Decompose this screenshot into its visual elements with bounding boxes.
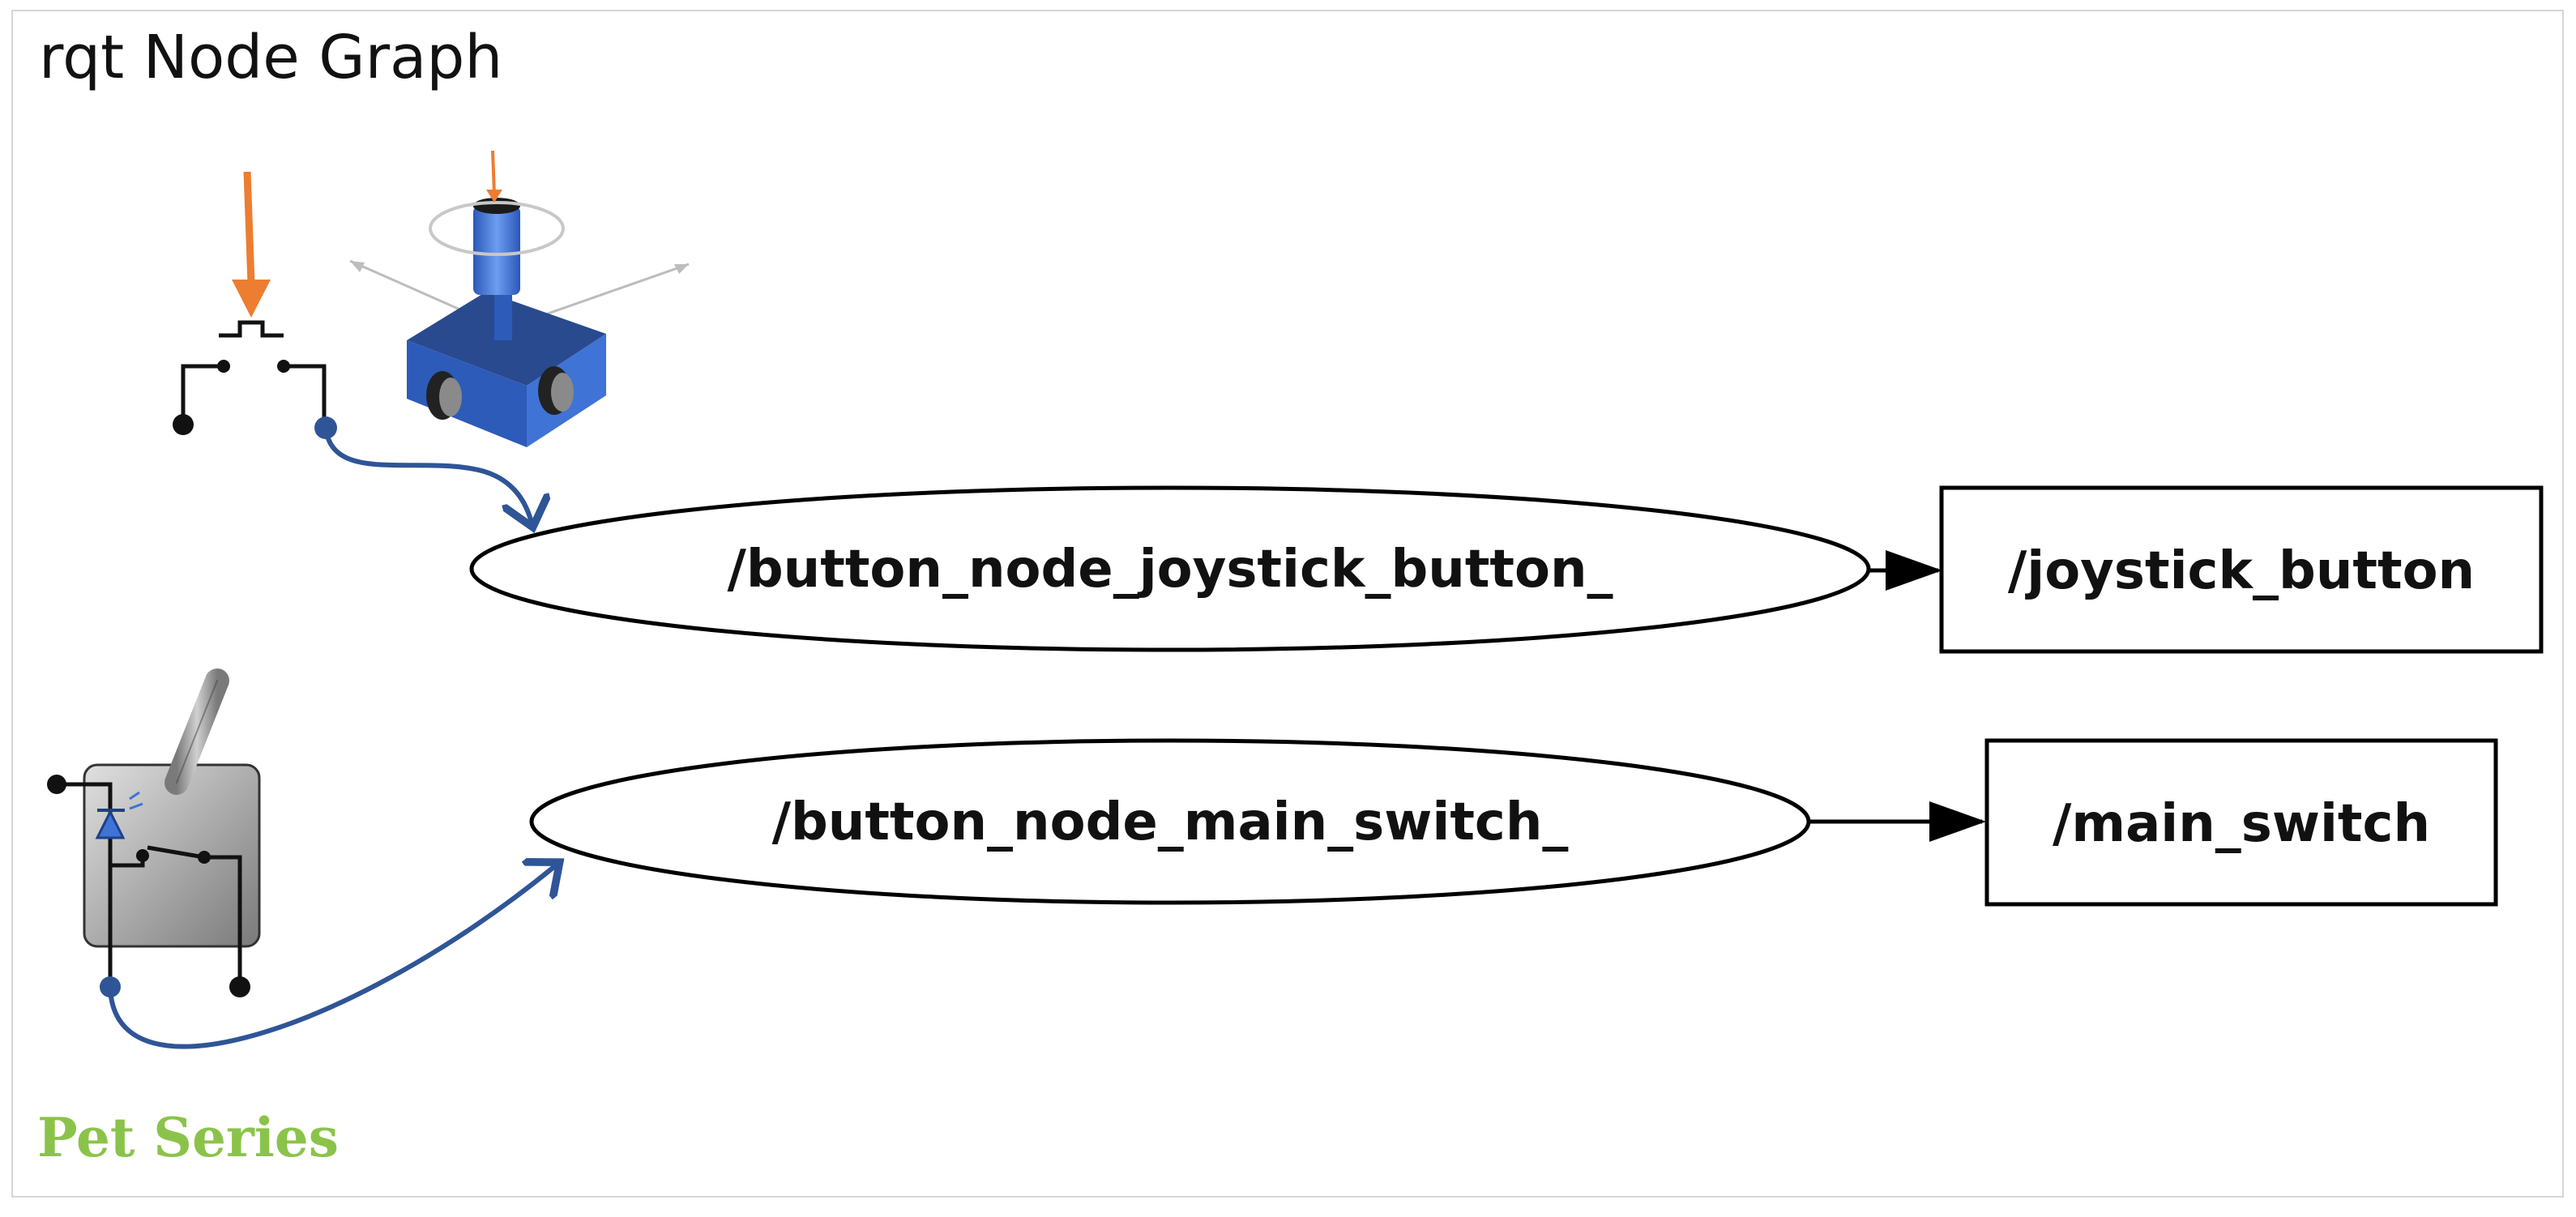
toggle-switch-icon [47,668,261,997]
node-label: /button_node_main_switch_ [772,792,1569,852]
page-title: rqt Node Graph [39,23,503,92]
topic-box[interactable] [1939,485,2544,654]
topic-label: /main_switch [2053,794,2430,854]
joystick-icon [349,150,690,447]
connector-curve-switch [108,865,556,1049]
node-label: /button_node_joystick_button_ [727,540,1613,600]
brand-logo: Pet Series [37,1106,339,1169]
connector-curve-button [323,427,532,523]
topic-box[interactable] [1984,738,2498,907]
push-button-icon [173,171,337,439]
topic-label: /joystick_button [2008,541,2475,601]
